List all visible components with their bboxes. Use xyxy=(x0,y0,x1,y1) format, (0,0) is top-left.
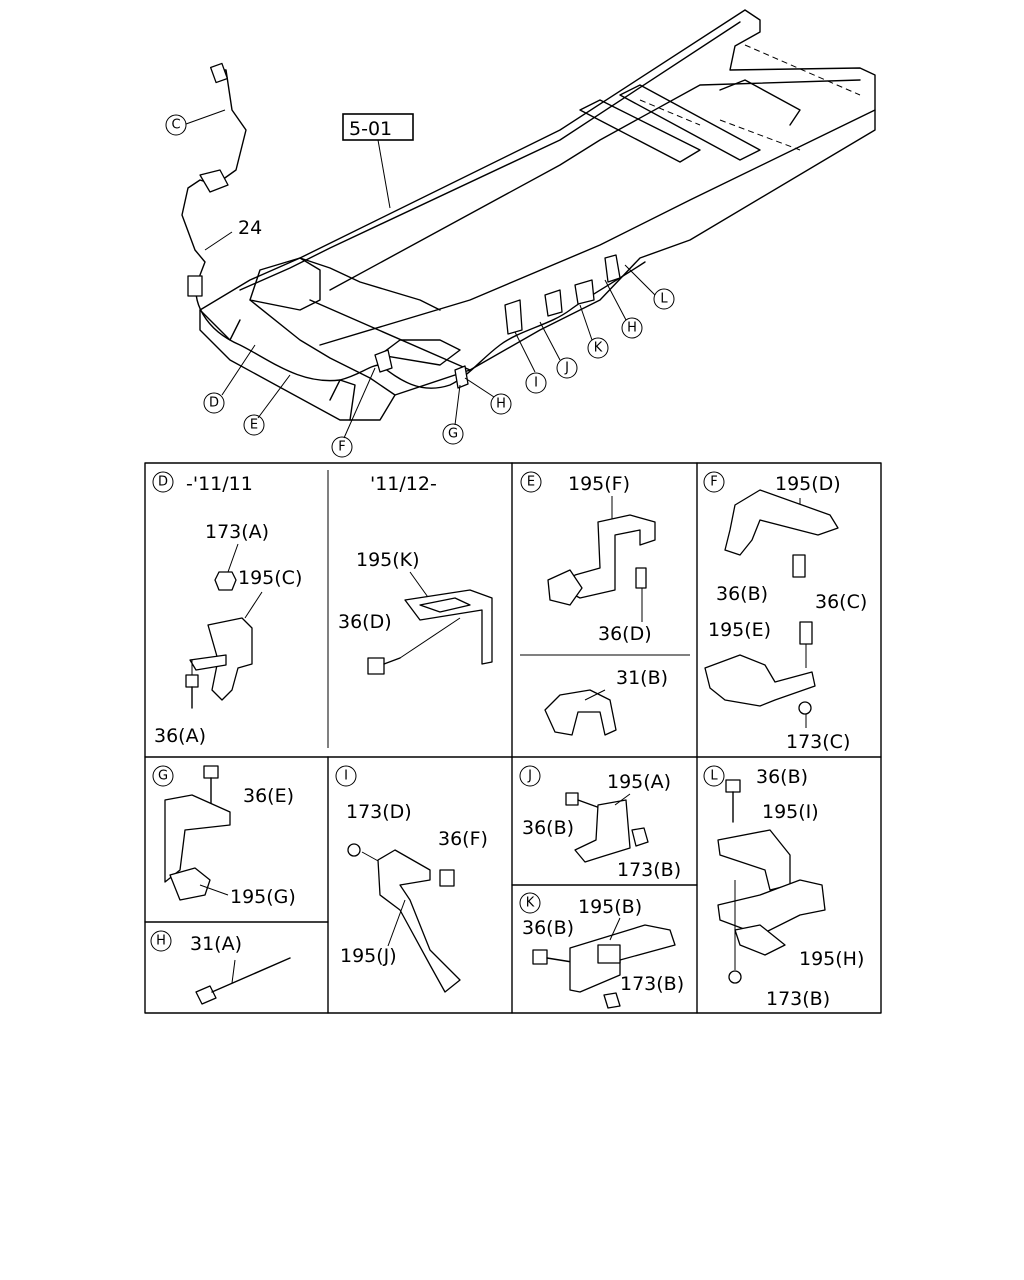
callout-E-label: E xyxy=(250,418,258,433)
svg-text:36(B): 36(B) xyxy=(522,817,574,839)
callout-J-label: J xyxy=(564,361,569,376)
reference-leader xyxy=(377,139,391,209)
callout-H-lower xyxy=(490,393,512,415)
panel-H: H 31(A) xyxy=(150,930,291,1005)
svg-text:J: J xyxy=(527,769,532,784)
part-24-label: 24 xyxy=(238,217,262,239)
detail-grid xyxy=(144,462,882,1014)
svg-text:36(A): 36(A) xyxy=(154,725,206,747)
svg-text:H: H xyxy=(156,934,166,949)
callout-K-label: K xyxy=(594,341,603,356)
callout-leaders xyxy=(185,109,656,439)
panel-J: J 195(A) 36(B) 173(B) xyxy=(519,765,681,881)
panel-E: E 195(F) 36(D) 31(B) xyxy=(520,471,668,736)
svg-text:195(E): 195(E) xyxy=(708,619,771,641)
svg-text:36(B): 36(B) xyxy=(716,583,768,605)
svg-text:195(K): 195(K) xyxy=(356,549,420,571)
panel-F: F 195(D) 36(B) 36(C) 195(E) 173(C) xyxy=(703,471,867,753)
svg-text:195(B): 195(B) xyxy=(578,896,642,918)
callout-D-label: D xyxy=(209,396,219,411)
svg-text:36(C): 36(C) xyxy=(815,591,867,613)
callout-circles: C D E F G H I J K H L xyxy=(165,114,675,458)
svg-text:195(H): 195(H) xyxy=(799,948,864,970)
callout-L xyxy=(653,288,675,310)
svg-text:31(A): 31(A) xyxy=(190,933,242,955)
svg-text:173(B): 173(B) xyxy=(620,973,684,995)
callout-H-upper-label: H xyxy=(627,321,637,336)
callout-E xyxy=(243,414,265,436)
callout-G xyxy=(442,423,464,445)
reference-box-label: 5-01 xyxy=(349,118,392,140)
svg-text:D: D xyxy=(158,475,168,490)
callout-F-label: F xyxy=(338,440,345,455)
callout-I-label: I xyxy=(534,376,538,391)
panel-D-new: '11/12- 195(K) 36(D) xyxy=(338,473,493,675)
callout-K xyxy=(587,337,609,359)
callout-C-label: C xyxy=(171,118,180,133)
callout-H-lower-label: H xyxy=(496,397,506,412)
callout-H-upper xyxy=(621,317,643,339)
svg-text:E: E xyxy=(527,475,535,490)
svg-text:173(A): 173(A) xyxy=(205,521,269,543)
panel-I: I 173(D) 36(F) 195(J) xyxy=(335,765,488,993)
svg-text:195(C): 195(C) xyxy=(238,567,302,589)
callout-L-label: L xyxy=(660,292,668,307)
svg-text:36(B): 36(B) xyxy=(522,917,574,939)
svg-text:195(F): 195(F) xyxy=(568,473,630,495)
svg-text:36(B): 36(B) xyxy=(756,766,808,788)
svg-text:195(G): 195(G) xyxy=(230,886,296,908)
svg-text:I: I xyxy=(344,769,348,784)
svg-text:K: K xyxy=(526,896,535,911)
callout-D xyxy=(203,392,225,414)
svg-text:36(D): 36(D) xyxy=(338,611,392,633)
brake-cable xyxy=(181,62,646,389)
callout-F xyxy=(331,436,353,458)
svg-text:-'11/11: -'11/11 xyxy=(186,473,253,495)
callout-G-label: G xyxy=(448,427,458,442)
svg-text:31(B): 31(B) xyxy=(616,667,668,689)
panel-G: G 36(E) 195(G) xyxy=(152,765,296,908)
callout-J xyxy=(556,357,578,379)
callout-I xyxy=(525,372,547,394)
svg-text:173(D): 173(D) xyxy=(346,801,412,823)
svg-text:36(D): 36(D) xyxy=(598,623,652,645)
chassis-frame xyxy=(199,9,876,421)
svg-text:36(E): 36(E) xyxy=(243,785,294,807)
svg-text:F: F xyxy=(710,475,717,490)
svg-text:173(B): 173(B) xyxy=(766,988,830,1010)
svg-text:36(F): 36(F) xyxy=(438,828,488,850)
svg-text:'11/12-: '11/12- xyxy=(370,473,437,495)
panel-D-old: D -'11/11 173(A) 195(C) 36(A) xyxy=(152,471,302,747)
panel-L: L 36(B) 195(I) 195(H) 173(B) xyxy=(703,765,864,1010)
svg-text:195(J): 195(J) xyxy=(340,945,397,967)
svg-text:195(A): 195(A) xyxy=(607,771,671,793)
svg-text:173(C): 173(C) xyxy=(786,731,850,753)
svg-text:195(I): 195(I) xyxy=(762,801,819,823)
svg-text:G: G xyxy=(158,769,168,784)
svg-text:195(D): 195(D) xyxy=(775,473,841,495)
panel-K: K 195(B) 36(B) 173(B) xyxy=(519,892,684,1009)
svg-text:L: L xyxy=(710,769,718,784)
svg-text:173(B): 173(B) xyxy=(617,859,681,881)
callout-C xyxy=(165,114,187,136)
